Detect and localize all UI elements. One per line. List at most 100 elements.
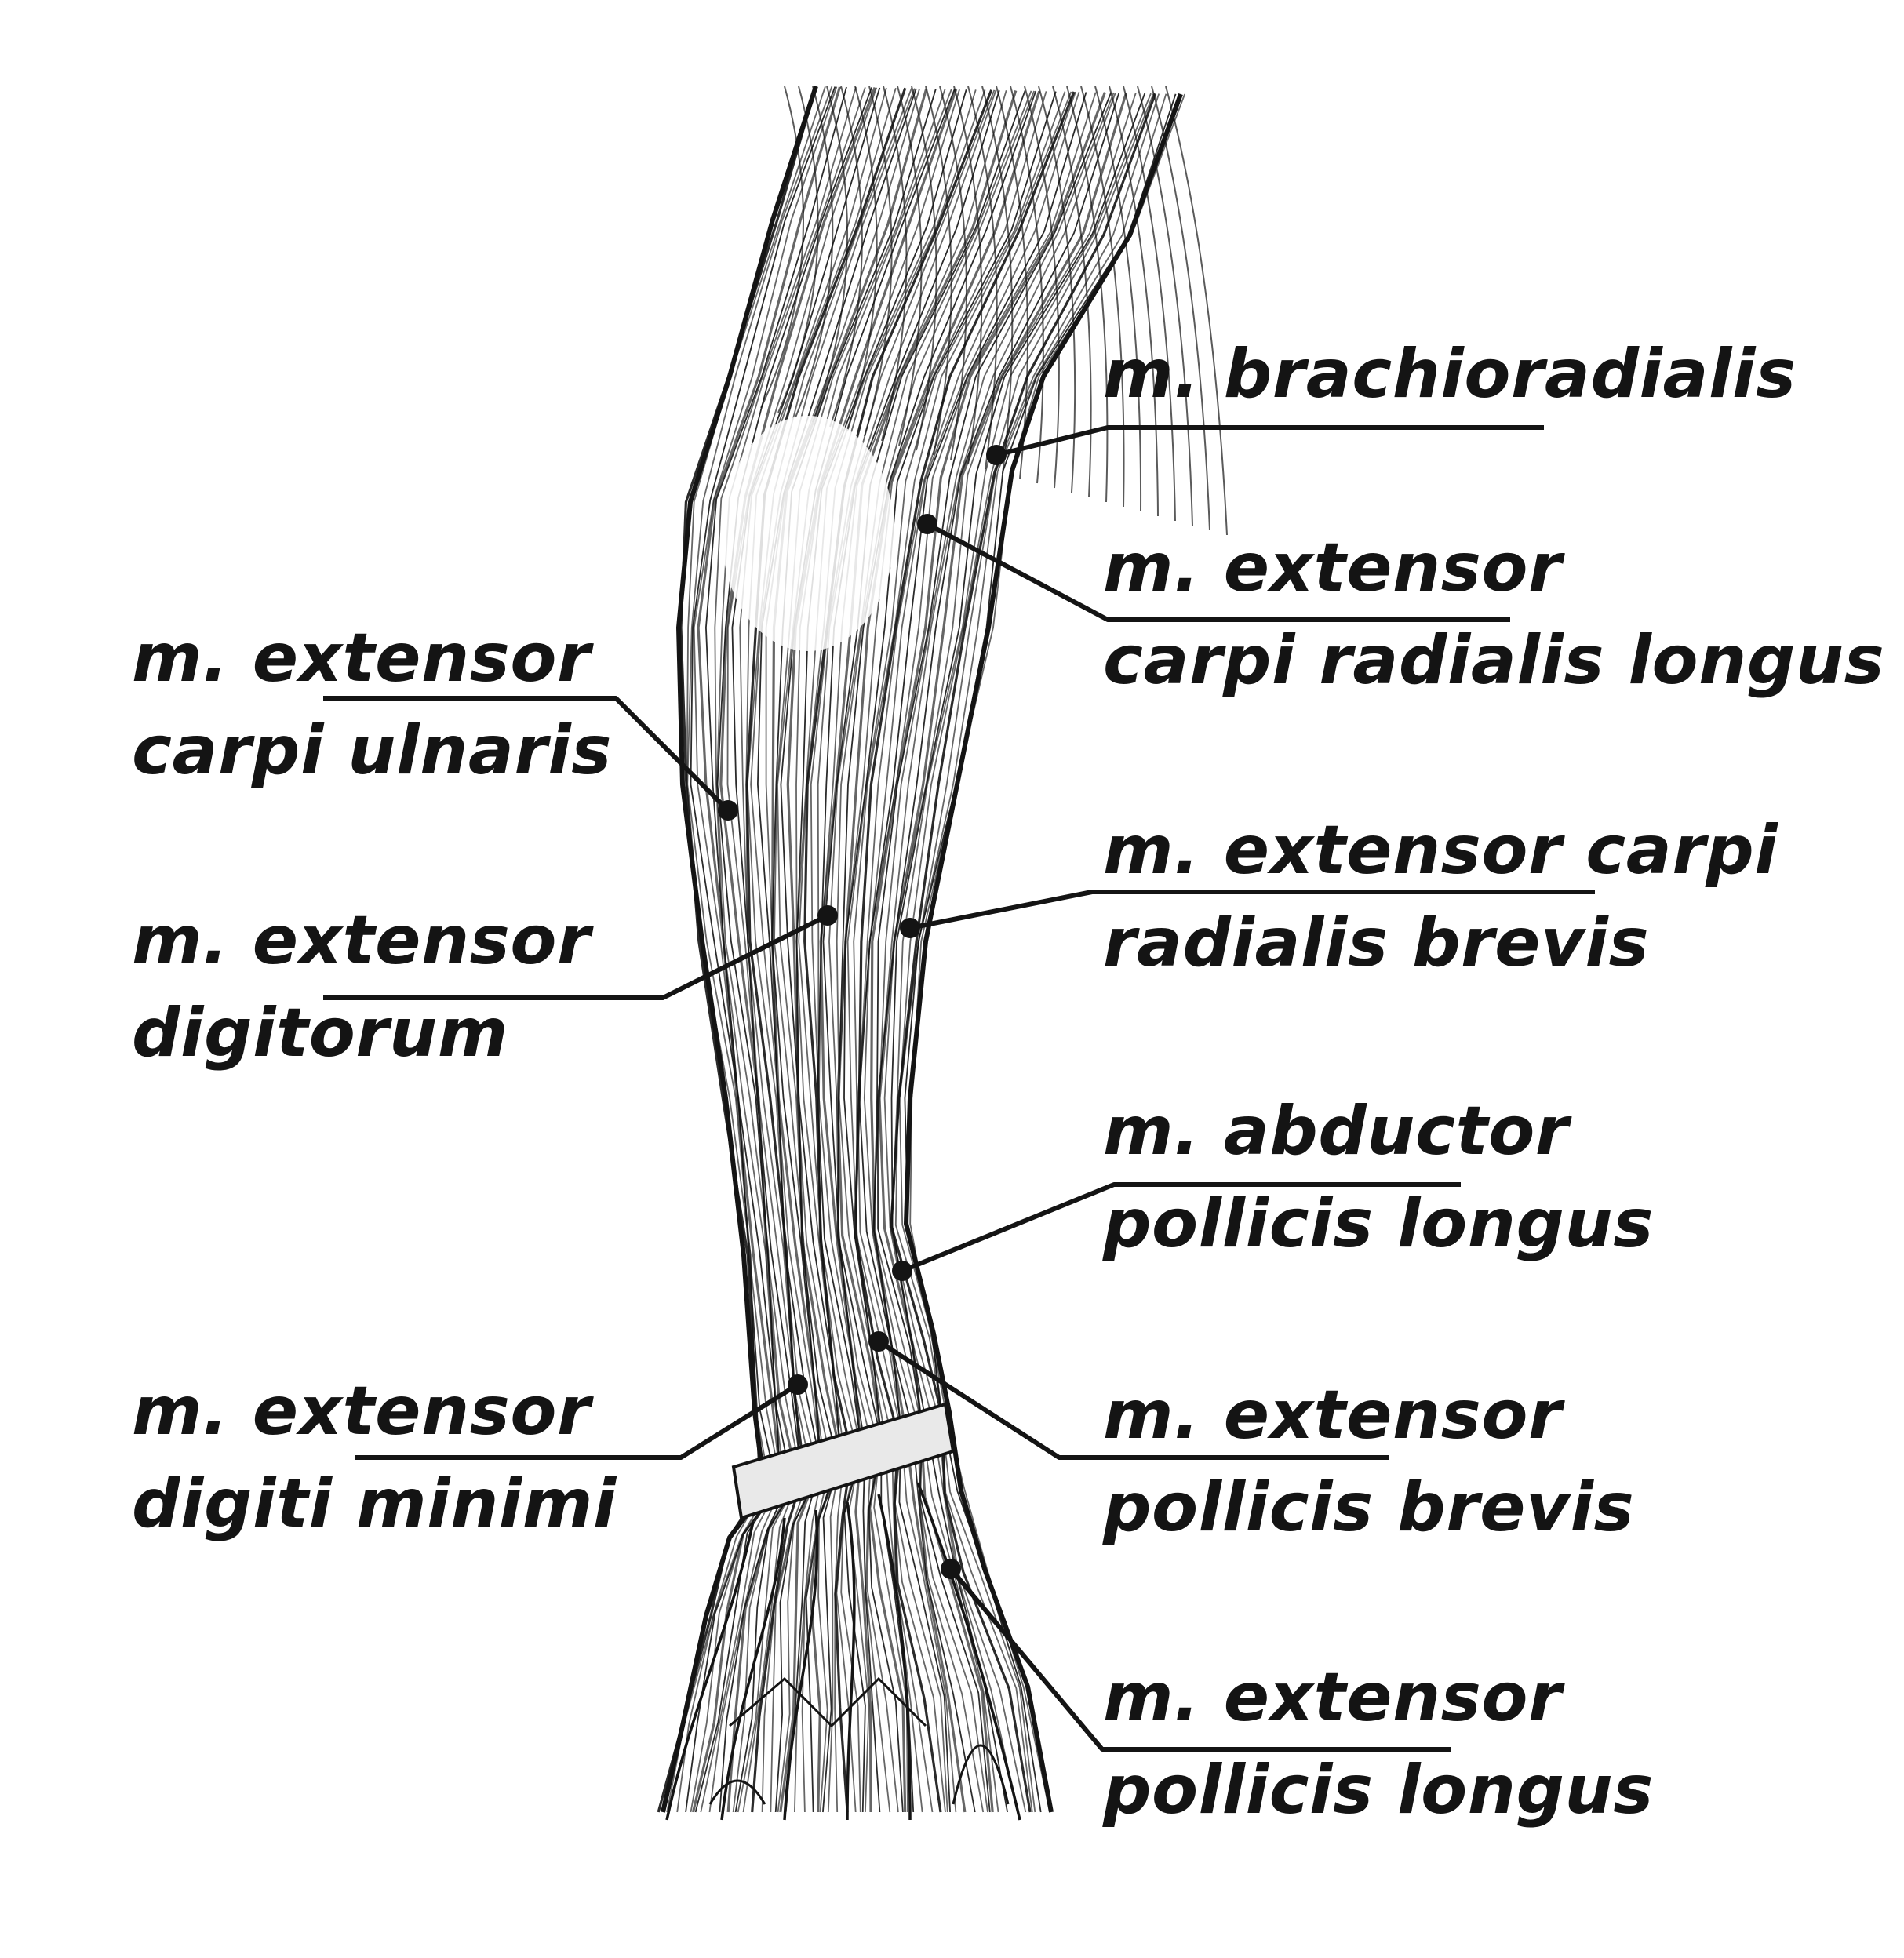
- knuckle-arc: [952, 1744, 1010, 1805]
- muscle-fiber: [731, 87, 881, 1813]
- muscle-fiber: [898, 93, 1167, 1813]
- muscle-fiber: [846, 86, 878, 432]
- muscle-fiber: [694, 86, 847, 1813]
- juncturae-tendinum: [729, 1676, 927, 1728]
- hand-tendon: [916, 1482, 1021, 1821]
- muscle-fiber: [953, 86, 983, 465]
- label-line: m. extensor: [1103, 1658, 1562, 1737]
- muscle-fiber: [853, 91, 1072, 1813]
- label-line: m. extensor carpi: [1103, 811, 1778, 890]
- leader-line: [926, 522, 1510, 622]
- leader-dot: [718, 800, 738, 821]
- label-extensor-carpi-ulnaris: m. extensor carpi ulnaris: [132, 612, 612, 797]
- muscle-fiber: [746, 88, 912, 1813]
- muscle-fiber: [812, 86, 849, 423]
- label-line: m. extensor: [132, 901, 591, 980]
- muscle-fiber: [777, 86, 819, 413]
- elbow-highlight: [722, 416, 894, 651]
- muscle-fiber: [803, 89, 993, 1813]
- leader-line: [323, 696, 730, 813]
- muscle-fiber: [981, 86, 1014, 475]
- muscle-fiber: [996, 86, 1028, 479]
- muscle-fiber: [858, 92, 1087, 1813]
- muscle-fiber: [795, 89, 960, 1813]
- forearm-drawing: [657, 86, 1228, 1821]
- muscle-fiber: [1066, 86, 1109, 503]
- muscle-fiber: [838, 91, 1047, 1813]
- muscle-fiber: [878, 93, 1128, 1813]
- muscle-fiber: [897, 86, 923, 446]
- muscle-fiber: [1094, 86, 1142, 512]
- leader-line: [909, 890, 1595, 930]
- muscle-fiber: [939, 86, 967, 460]
- muscle-fiber: [745, 87, 907, 1813]
- label-extensor-pollicis-brevis: m. extensor pollicis brevis: [1103, 1369, 1634, 1554]
- muscle-fiber: [700, 86, 857, 1813]
- leader-line: [901, 1182, 1461, 1273]
- muscle-fiber: [798, 89, 986, 1813]
- muscle-fiber: [676, 86, 833, 1813]
- label-line: carpi ulnaris: [132, 712, 612, 790]
- forearm-contour-right: [903, 93, 1183, 1813]
- leader-line: [877, 1339, 1389, 1460]
- muscle-fiber: [911, 86, 937, 451]
- label-extensor-carpi-radialis-brevis: m. extensor carpi radialis brevis: [1103, 804, 1778, 989]
- leader-line: [355, 1382, 799, 1460]
- muscle-fiber: [691, 86, 842, 1813]
- leader-dot: [941, 1559, 961, 1579]
- leader-line: [948, 1567, 1451, 1752]
- label-line: digiti minimi: [132, 1465, 617, 1543]
- muscle-fiber: [843, 91, 1057, 1813]
- label-line: digitorum: [132, 994, 509, 1072]
- muscle-fiber: [873, 92, 1112, 1813]
- extensor-retinaculum: [731, 1402, 956, 1520]
- leader-dot: [788, 1374, 808, 1395]
- muscle-fiber: [1080, 86, 1125, 508]
- leader-dot: [917, 514, 937, 534]
- muscle-fiber: [737, 87, 887, 1813]
- muscle-fiber: [817, 89, 1000, 1813]
- hand-tendon: [877, 1494, 912, 1821]
- muscle-fiber: [863, 92, 1097, 1813]
- label-line: carpi radialis longus: [1103, 621, 1885, 700]
- muscle-fiber: [883, 93, 1137, 1813]
- hand-tendon: [665, 1521, 755, 1821]
- leader-dot: [892, 1261, 912, 1281]
- muscle-fiber: [876, 93, 1120, 1813]
- label-line: m. brachioradialis: [1103, 335, 1797, 413]
- muscle-fiber: [1165, 86, 1228, 536]
- muscle-fiber: [1024, 86, 1060, 489]
- hand-tendon: [720, 1517, 786, 1821]
- muscle-fiber: [708, 87, 866, 1813]
- label-extensor-digitorum: m. extensor digitorum: [132, 894, 591, 1079]
- label-line: pollicis brevis: [1103, 1468, 1635, 1547]
- leader-lines: [323, 425, 1595, 1752]
- muscle-fiber: [1038, 86, 1076, 493]
- muscle-fiber: [870, 92, 1106, 1813]
- label-line: radialis brevis: [1103, 904, 1650, 982]
- leader-dot: [817, 905, 838, 926]
- label-brachioradialis: m. brachioradialis: [1103, 328, 1797, 420]
- muscle-fiber: [771, 89, 937, 1813]
- label-abductor-pollicis-longus: m. abductor pollicis longus: [1103, 1085, 1654, 1270]
- leader-line: [323, 913, 829, 1000]
- muscle-fiber: [894, 93, 1160, 1813]
- label-extensor-digiti-minimi: m. extensor digiti minimi: [132, 1365, 617, 1550]
- leader-dot: [900, 918, 920, 938]
- muscle-fiber: [1137, 86, 1193, 526]
- label-line: m. extensor: [132, 619, 591, 697]
- muscle-fiber: [925, 86, 952, 456]
- knuckle-arc: [708, 1779, 766, 1805]
- label-line: m. extensor: [132, 1372, 591, 1450]
- muscle-fiber: [829, 86, 863, 428]
- leader-dot: [986, 445, 1007, 465]
- muscle-fiber: [822, 90, 1026, 1813]
- hand-tendon: [783, 1509, 819, 1821]
- muscle-fiber: [836, 90, 1041, 1813]
- label-line: pollicis longus: [1103, 1185, 1654, 1263]
- hand-tendon: [846, 1501, 856, 1821]
- label-extensor-carpi-radialis-longus: m. extensor carpi radialis longus: [1103, 522, 1884, 707]
- muscle-fiber: [795, 86, 834, 418]
